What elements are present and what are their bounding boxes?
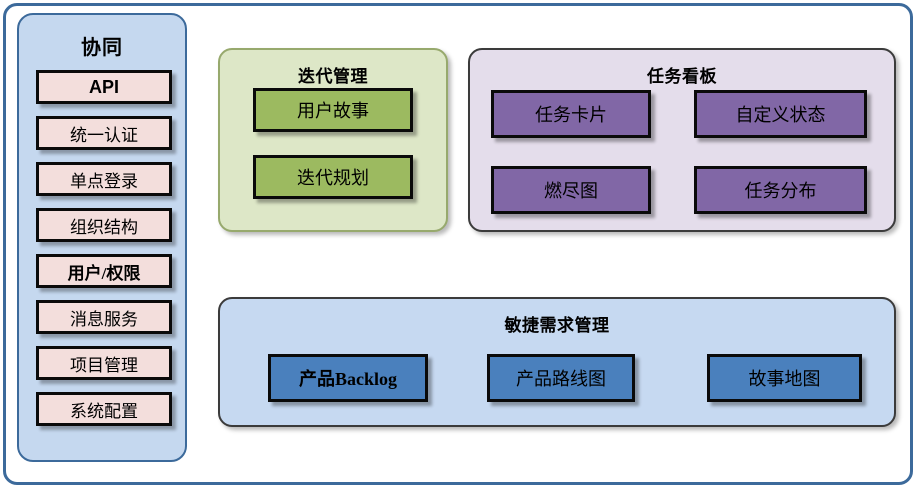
box-burndown-chart[interactable]: 燃尽图 [491, 166, 651, 214]
box-user-story[interactable]: 用户故事 [253, 88, 413, 132]
sidebar-item-org-structure[interactable]: 组织结构 [36, 208, 172, 242]
panel-title-agile-requirements: 敏捷需求管理 [504, 316, 610, 335]
box-story-map[interactable]: 故事地图 [707, 354, 862, 402]
box-iteration-planning[interactable]: 迭代规划 [253, 155, 413, 199]
box-product-roadmap[interactable]: 产品路线图 [487, 354, 635, 402]
box-product-backlog[interactable]: 产品Backlog [268, 354, 428, 402]
sidebar-item-unified-auth[interactable]: 统一认证 [36, 116, 172, 150]
panel-title-iteration-management: 迭代管理 [298, 67, 368, 86]
sidebar-item-single-sign-on[interactable]: 单点登录 [36, 162, 172, 196]
sidebar-item-api[interactable]: API [36, 70, 172, 104]
sidebar-panel-collaboration: 协同 API 统一认证 单点登录 组织结构 用户/权限 消息服务 项目管理 系统… [17, 13, 187, 462]
sidebar-item-user-permission[interactable]: 用户/权限 [36, 254, 172, 288]
sidebar-item-list: API 统一认证 单点登录 组织结构 用户/权限 消息服务 项目管理 系统配置 [36, 70, 172, 438]
panel-iteration-management: 迭代管理 [218, 48, 448, 232]
sidebar-item-system-config[interactable]: 系统配置 [36, 392, 172, 426]
box-task-card[interactable]: 任务卡片 [491, 90, 651, 138]
box-task-distribution[interactable]: 任务分布 [694, 166, 867, 214]
sidebar-item-message-service[interactable]: 消息服务 [36, 300, 172, 334]
panel-title-task-board: 任务看板 [647, 67, 717, 86]
box-custom-status[interactable]: 自定义状态 [694, 90, 867, 138]
sidebar-item-project-management[interactable]: 项目管理 [36, 346, 172, 380]
sidebar-title: 协同 [81, 37, 123, 59]
